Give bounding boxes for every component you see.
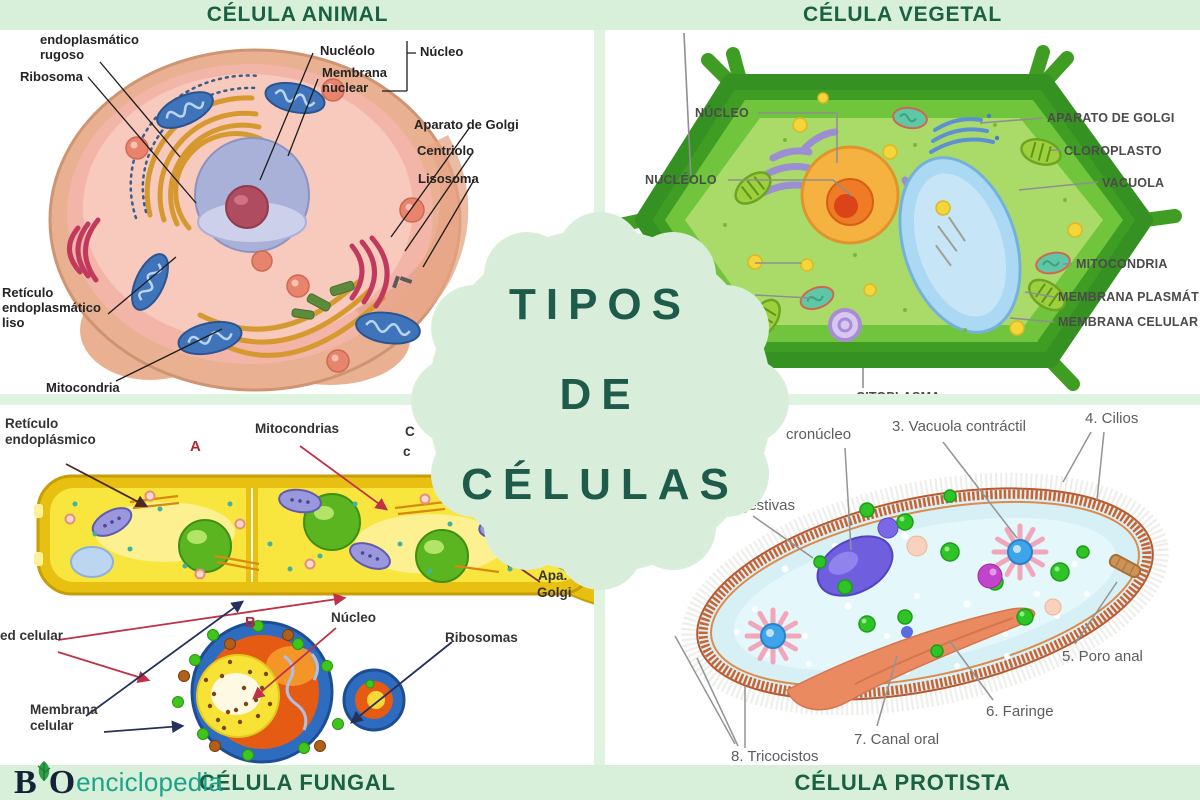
mitochondria	[799, 106, 1071, 311]
macronucleus	[816, 535, 894, 597]
animal-cell-illustration	[48, 41, 475, 392]
leaf-icon	[34, 759, 54, 788]
label-nucleolo: Nucléolo	[320, 43, 375, 58]
contractile-vacuole-right	[991, 523, 1049, 581]
center-title-badge: TIPOS DE CÉLULAS	[395, 196, 805, 606]
peach-vacuole-2	[1044, 598, 1062, 616]
label-fragment-c-upper: C	[405, 424, 415, 439]
label-centriolo: Centriolo	[417, 143, 475, 158]
label-membrana-plasmatica: MEMBRANA PLASMÁT	[1058, 290, 1199, 304]
label-marker-b: B	[245, 614, 256, 631]
label-mitocondria-animal: Mitocondria	[46, 380, 120, 395]
label-membrana-nuclear: Membrana nuclear	[322, 65, 388, 95]
label-micronucleo-fragment: cronúcleo	[786, 426, 852, 443]
plant-cell-illustration	[608, 32, 1182, 391]
hypha-nuclei	[178, 493, 469, 583]
label-nucleo-vegetal: NÚCLEO	[695, 106, 749, 120]
label-fragment-c-lower: c	[403, 444, 411, 459]
anal-pore	[1108, 553, 1142, 579]
label-aparato-golgi-animal: Aparato de Golgi	[414, 117, 519, 132]
label-marker-a: A	[190, 438, 201, 455]
yeast-brown-dots	[178, 629, 326, 752]
label-nucleo-animal: Núcleo	[420, 44, 464, 59]
label-membrana-celular-fungal: Membrana celular	[30, 702, 98, 733]
plant-leader-lines	[683, 32, 1099, 388]
label-tricocistos: 8. Tricocistos	[731, 748, 819, 765]
golgi-apparatus	[929, 113, 1000, 154]
hypha-vacuole	[70, 546, 114, 578]
label-pared-celular-fragment: ed celular	[0, 628, 64, 643]
nucleus	[194, 137, 310, 253]
protist-leader-lines	[674, 431, 1118, 748]
peach-vacuole-1	[906, 535, 928, 557]
fungal-cell-illustration	[34, 445, 595, 764]
logo-letter-o: O	[48, 763, 76, 800]
golgi-right	[349, 235, 390, 309]
spiral-organelle	[828, 308, 862, 342]
label-canal-oral: 7. Canal oral	[854, 731, 940, 748]
food-vacuoles-green	[813, 489, 1090, 658]
label-membrana-celular-vegetal: MEMBRANA CELULAR	[1058, 315, 1199, 329]
title-celula-vegetal: CÉLULA VEGETAL	[802, 3, 1003, 26]
label-nucleolo-vegetal: NUCLÉOLO	[645, 173, 717, 187]
label-reticulo-endoplasmico: Retículo endoplásmico	[5, 416, 96, 447]
cytoplasm-dots	[723, 123, 1067, 332]
title-celula-protista: CÉLULA PROTISTA	[794, 769, 1011, 795]
top-title-band: CÉLULA ANIMAL CÉLULA VEGETAL	[0, 0, 1200, 30]
label-poro-anal: 5. Poro anal	[1062, 648, 1143, 665]
label-ribosoma: Ribosoma	[20, 69, 83, 84]
badge-line-1: TIPOS	[508, 280, 692, 329]
label-er-rugoso: endoplasmático rugoso	[40, 32, 139, 62]
label-cloroplasto: CLOROPLASTO	[1064, 144, 1162, 158]
label-golgi-fragment-1: Apa.	[538, 568, 568, 583]
title-celula-fungal: CÉLULA FUNGAL	[199, 769, 396, 795]
label-lisosoma: Lisosoma	[418, 171, 479, 186]
protist-cell-illustration	[674, 431, 1169, 748]
title-celula-animal: CÉLULA ANIMAL	[206, 3, 389, 26]
yellow-granules	[747, 92, 1083, 336]
label-nucleo-fungal: Núcleo	[331, 610, 377, 625]
animal-leader-lines	[87, 41, 475, 382]
centriole	[392, 275, 413, 289]
logo-name: enciclopedia	[76, 767, 224, 797]
label-mitocondria-vegetal: MITOCONDRIA	[1076, 257, 1168, 271]
badge-line-2: DE	[559, 370, 641, 419]
label-ribosomas: Ribosomas	[445, 630, 518, 645]
label-vacuola-contractil: 3. Vacuola contráctil	[892, 418, 1026, 435]
mitochondria	[131, 81, 421, 356]
golgi-left	[67, 217, 101, 283]
label-mitocondrias: Mitocondrias	[255, 421, 340, 436]
hypha-diagram	[34, 474, 595, 605]
label-cilios: 4. Cilios	[1085, 410, 1139, 427]
label-faringe: 6. Faringe	[986, 703, 1054, 720]
vacuole	[898, 156, 1022, 334]
yeast-green-dots	[172, 620, 375, 761]
label-golgi-fragment-2: Golgi	[537, 585, 572, 600]
magenta-highlight	[989, 568, 997, 576]
green-bodies	[291, 280, 355, 320]
badge-scalloped-blob	[411, 212, 789, 590]
yeast-nucleus	[196, 654, 280, 738]
yeast-diagram	[172, 620, 406, 764]
label-aparato-golgi-vegetal: APARATO DE GOLGI	[1047, 111, 1175, 125]
bioenciclopedia-logo: B O enciclopedia	[14, 761, 224, 800]
label-er-liso: Retículo endoplasmático liso	[2, 285, 101, 330]
logo-letter-b: B	[14, 763, 37, 800]
magenta-vacuole	[977, 563, 1003, 589]
micronucleus	[877, 517, 899, 539]
bottom-title-band: CÉLULA FUNGAL CÉLULA PROTISTA B O encicl…	[0, 761, 1200, 800]
label-vacuola: VACUOLA	[1102, 176, 1165, 190]
badge-line-3: CÉLULAS	[461, 460, 739, 509]
contractile-vacuole-left	[744, 607, 802, 665]
small-blue-sphere	[901, 626, 913, 638]
